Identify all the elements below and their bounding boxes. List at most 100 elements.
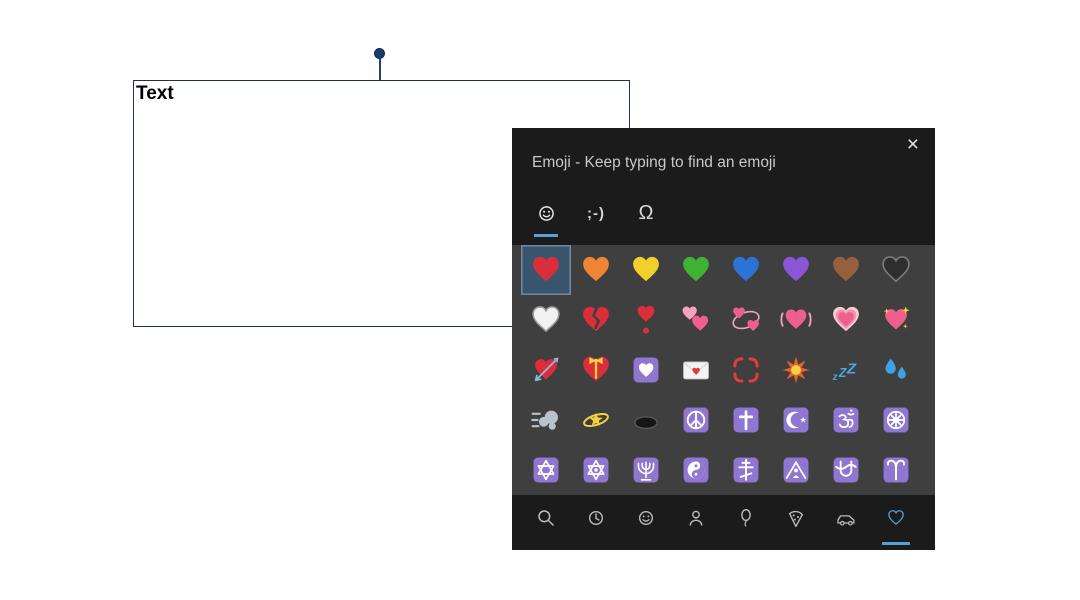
white-heart-icon <box>532 306 560 333</box>
car-icon <box>837 514 855 526</box>
star-and-crescent-icon <box>783 407 809 433</box>
emoji-growing-heart[interactable] <box>821 295 871 345</box>
category-people[interactable] <box>671 495 721 550</box>
emoji-green-heart[interactable] <box>671 245 721 295</box>
heart-decoration-icon <box>633 357 659 383</box>
emoji-heart-with-ribbon[interactable] <box>571 345 621 395</box>
emoji-orange-heart[interactable] <box>571 245 621 295</box>
panel-header: Emoji - Keep typing to find an emoji × ;… <box>512 128 935 245</box>
beating-heart-icon <box>780 309 812 329</box>
emoji-collision[interactable] <box>771 345 821 395</box>
wheel-of-dharma-icon <box>883 407 909 433</box>
dotted-six-pointed-star-icon <box>583 457 609 483</box>
category-smileys[interactable] <box>621 495 671 550</box>
heart-icon <box>888 509 904 525</box>
emoji-heart-decoration[interactable] <box>621 345 671 395</box>
emoji-peace-symbol[interactable] <box>671 395 721 445</box>
tab-kaomoji[interactable]: ;-) <box>571 190 621 245</box>
connection-point[interactable] <box>374 48 385 59</box>
menorah-icon <box>633 457 659 483</box>
green-heart-icon <box>683 256 709 282</box>
emoji-aries[interactable] <box>871 445 921 495</box>
emoji-sparkling-heart[interactable] <box>871 295 921 345</box>
sweat-droplets-icon <box>885 358 906 379</box>
emoji-revolving-hearts[interactable] <box>721 295 771 345</box>
heart-with-arrow-icon <box>534 357 559 382</box>
sparkling-heart-icon <box>883 306 910 330</box>
category-symbols[interactable] <box>871 495 921 550</box>
category-food[interactable] <box>771 495 821 550</box>
emoji-dashing-away[interactable] <box>521 395 571 445</box>
category-search[interactable] <box>521 495 571 550</box>
red-heart-icon <box>533 256 559 282</box>
emoji-purple-heart[interactable] <box>771 245 821 295</box>
emoji-yellow-heart[interactable] <box>621 245 671 295</box>
tab-emoji[interactable] <box>521 190 571 245</box>
dashing-away-icon <box>531 410 558 430</box>
heart-exclamation-icon <box>637 305 655 334</box>
tab-label: ;-) <box>587 205 605 222</box>
emoji-blue-heart[interactable] <box>721 245 771 295</box>
emoji-om[interactable] <box>821 395 871 445</box>
active-tab-underline <box>534 234 558 237</box>
purple-heart-icon <box>783 256 809 282</box>
emoji-hole[interactable] <box>621 395 671 445</box>
emoji-brown-heart[interactable] <box>821 245 871 295</box>
yin-yang-icon <box>683 457 709 483</box>
emoji-latin-cross[interactable] <box>721 395 771 445</box>
active-category-underline <box>882 542 910 545</box>
svg-text:Z: Z <box>846 361 857 378</box>
anger-symbol-icon <box>733 357 759 383</box>
orange-heart-icon <box>583 256 609 282</box>
emoji-white-heart[interactable] <box>521 295 571 345</box>
emoji-star-and-crescent[interactable] <box>771 395 821 445</box>
revolving-hearts-icon <box>732 307 760 331</box>
person-icon <box>689 510 703 526</box>
two-hearts-icon <box>682 306 709 331</box>
category-recent[interactable] <box>571 495 621 550</box>
ophiuchus-icon <box>833 457 859 483</box>
dizzy-icon <box>583 412 609 428</box>
collision-icon <box>782 356 810 384</box>
emoji-anger-symbol[interactable] <box>721 345 771 395</box>
close-button[interactable]: × <box>906 133 919 156</box>
emoji-wheel-of-dharma[interactable] <box>871 395 921 445</box>
svg-text:z: z <box>832 372 838 383</box>
pizza-icon <box>788 510 804 527</box>
emoji-star-of-david[interactable] <box>521 445 571 495</box>
emoji-heart-with-arrow[interactable] <box>521 345 571 395</box>
peace-symbol-icon <box>683 407 709 433</box>
tab-symbols[interactable]: Ω <box>621 190 671 245</box>
heart-with-ribbon-icon <box>583 356 609 382</box>
hole-icon <box>634 416 658 430</box>
emoji-love-letter[interactable] <box>671 345 721 395</box>
emoji-heart-exclamation[interactable] <box>621 295 671 345</box>
emoji-sweat-droplets[interactable] <box>871 345 921 395</box>
emoji-place-of-worship[interactable] <box>771 445 821 495</box>
emoji-dotted-six-pointed-star[interactable] <box>571 445 621 495</box>
emoji-broken-heart[interactable] <box>571 295 621 345</box>
emoji-two-hearts[interactable] <box>671 295 721 345</box>
smiley-icon <box>638 510 654 525</box>
panel-title: Emoji - Keep typing to find an emoji <box>532 154 776 171</box>
clock-icon <box>588 510 604 525</box>
search-icon <box>538 509 554 526</box>
tab-label: Ω <box>638 202 654 224</box>
category-transport[interactable] <box>821 495 871 550</box>
yellow-heart-icon <box>633 256 659 282</box>
emoji-ophiuchus[interactable] <box>821 445 871 495</box>
balloon-icon <box>741 508 751 527</box>
om-icon <box>833 407 859 433</box>
category-bar <box>512 495 935 550</box>
emoji-menorah[interactable] <box>621 445 671 495</box>
emoji-black-heart[interactable] <box>871 245 921 295</box>
emoji-yin-yang[interactable] <box>671 445 721 495</box>
emoji-beating-heart[interactable] <box>771 295 821 345</box>
emoji-dizzy[interactable] <box>571 395 621 445</box>
category-celebrations[interactable] <box>721 495 771 550</box>
emoji-orthodox-cross[interactable] <box>721 445 771 495</box>
connector-line <box>379 59 381 80</box>
emoji-red-heart[interactable] <box>521 245 571 295</box>
